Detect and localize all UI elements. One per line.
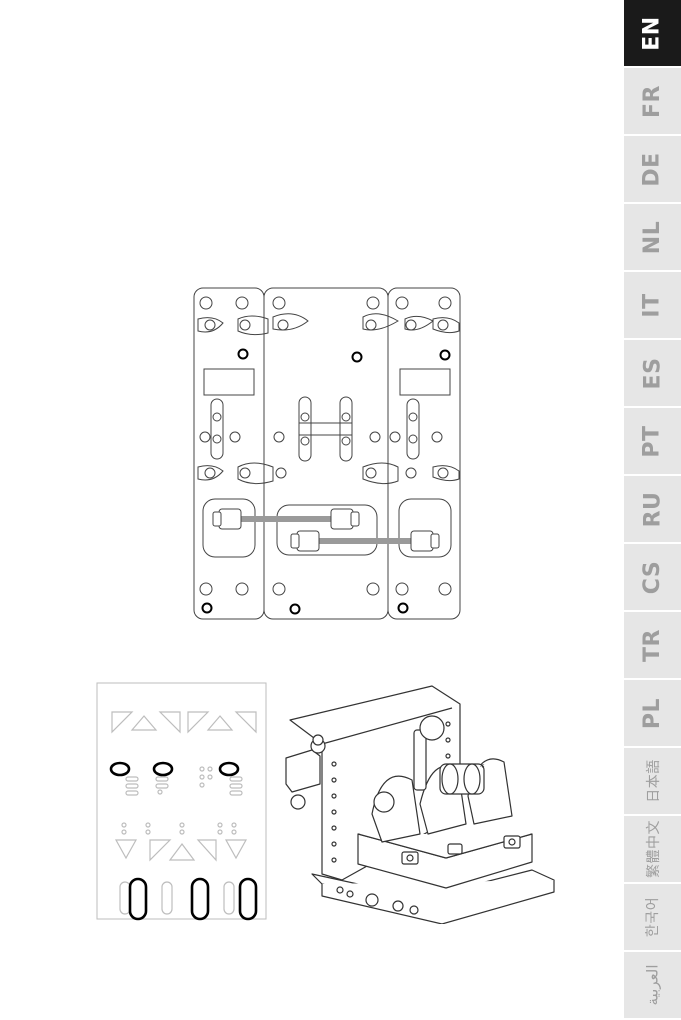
cable-center-right xyxy=(319,538,411,544)
right-module-label-area xyxy=(400,369,450,395)
tab-it-label: IT xyxy=(640,293,665,317)
highlighted-screw-holes xyxy=(203,350,450,614)
tab-cs[interactable]: CS xyxy=(624,544,681,610)
tab-pl-label: PL xyxy=(640,697,665,728)
product-label-marker: * xyxy=(480,763,485,773)
center-module-outline xyxy=(264,288,388,619)
lever-left xyxy=(414,730,426,790)
tab-ko[interactable]: 한국어 xyxy=(624,884,681,950)
language-tab-strip: EN FR DE NL IT ES PT RU CS TR PL 日本語 繁體中… xyxy=(624,0,681,1020)
tab-zh-tw[interactable]: 繁體中文 xyxy=(624,816,681,882)
tab-zh-tw-label: 繁體中文 xyxy=(643,820,663,878)
tab-cs-label: CS xyxy=(640,560,665,593)
module-plate-figure xyxy=(96,682,268,922)
tab-nl[interactable]: NL xyxy=(624,204,681,270)
tab-ar[interactable]: العربية xyxy=(624,952,681,1018)
tab-es-label: ES xyxy=(640,357,665,389)
tab-tr-label: TR xyxy=(640,629,665,662)
tab-it[interactable]: IT xyxy=(624,272,681,338)
tab-de[interactable]: DE xyxy=(624,136,681,202)
tab-ko-label: 한국어 xyxy=(642,897,662,937)
tab-fr[interactable]: FR xyxy=(624,68,681,134)
module-plate-drawing xyxy=(96,682,268,922)
tab-en-label: EN xyxy=(640,16,665,50)
lever-knob-small xyxy=(374,792,394,812)
tab-pl[interactable]: PL xyxy=(624,680,681,746)
modules-bottom-view-drawing xyxy=(193,287,463,622)
tab-ja[interactable]: 日本語 xyxy=(624,748,681,814)
tab-es[interactable]: ES xyxy=(624,340,681,406)
cable-left-center xyxy=(241,516,331,522)
tab-ru-label: RU xyxy=(640,491,665,527)
connection-cables xyxy=(213,509,439,551)
modules-bottom-view-figure xyxy=(193,287,463,622)
tab-ja-label: 日本語 xyxy=(643,759,663,803)
throttle-quadrant-drawing: * xyxy=(282,684,562,924)
tab-pt-label: PT xyxy=(640,425,665,457)
right-module-outline xyxy=(388,288,460,619)
left-module-label-area xyxy=(204,369,254,395)
throttle-quadrant-figure: * xyxy=(282,684,562,924)
tab-en[interactable]: EN xyxy=(624,0,681,66)
desk-clamp xyxy=(286,750,320,792)
tab-nl-label: NL xyxy=(640,220,665,253)
tab-ru[interactable]: RU xyxy=(624,476,681,542)
left-module-outline xyxy=(194,288,264,619)
lever-knob xyxy=(420,716,444,740)
tab-pt[interactable]: PT xyxy=(624,408,681,474)
tab-fr-label: FR xyxy=(640,85,665,118)
tab-de-label: DE xyxy=(640,152,665,186)
tab-tr[interactable]: TR xyxy=(624,612,681,678)
tab-ar-label: العربية xyxy=(644,965,662,1006)
